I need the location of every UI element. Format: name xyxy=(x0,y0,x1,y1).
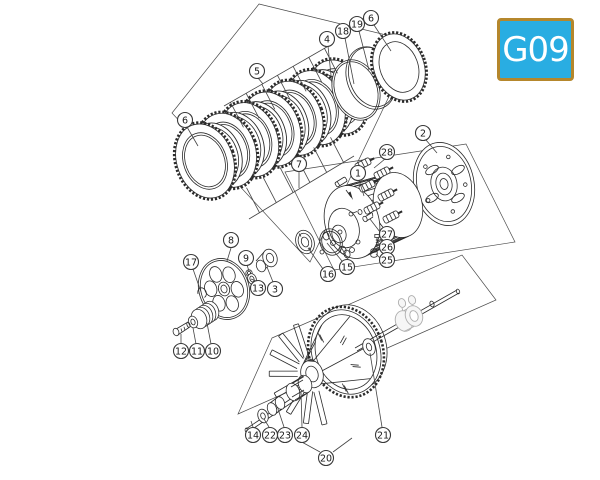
callout-rails xyxy=(223,43,355,220)
part-snap-ring-17 xyxy=(197,287,207,298)
part-reference-slave-cylinder xyxy=(394,295,424,332)
callout-15[interactable]: 15 xyxy=(338,258,356,276)
svg-text:24: 24 xyxy=(296,430,308,441)
svg-text:28: 28 xyxy=(381,147,393,158)
part-spacer-23 xyxy=(266,396,286,416)
svg-text:9: 9 xyxy=(243,253,249,264)
svg-text:4: 4 xyxy=(324,34,330,45)
part-bolt-12 xyxy=(172,321,191,337)
page-code-badge: G09 xyxy=(497,18,574,81)
part-screw-27 xyxy=(362,212,374,223)
svg-text:17: 17 xyxy=(185,257,197,268)
callout-6-2[interactable]: 6 xyxy=(176,111,194,129)
callout-12[interactable]: 12 xyxy=(172,342,190,360)
callout-28[interactable]: 28 xyxy=(378,143,396,161)
part-splined-bush-24 xyxy=(285,374,313,402)
callout-20[interactable]: 20 xyxy=(317,449,335,467)
callout-5[interactable]: 5 xyxy=(248,62,266,80)
callout-11[interactable]: 11 xyxy=(188,342,206,360)
callout-13[interactable]: 13 xyxy=(249,279,267,297)
svg-text:18: 18 xyxy=(337,26,349,37)
part-washer-11 xyxy=(187,315,199,329)
svg-text:3: 3 xyxy=(272,284,278,295)
svg-text:8: 8 xyxy=(228,235,234,246)
svg-text:26: 26 xyxy=(381,242,393,253)
part-retainer-3 xyxy=(255,248,278,273)
part-toothed-ring-6 xyxy=(369,31,429,103)
callout-18[interactable]: 18 xyxy=(334,22,352,40)
svg-text:22: 22 xyxy=(264,430,276,441)
basket-fingers xyxy=(268,323,328,426)
pressure-plate-holes xyxy=(204,266,244,312)
page-code-label: G09 xyxy=(502,29,570,70)
callout-23[interactable]: 23 xyxy=(276,426,294,444)
leader-lines xyxy=(180,24,438,453)
svg-text:7: 7 xyxy=(296,159,302,170)
svg-text:10: 10 xyxy=(207,346,219,357)
svg-text:6: 6 xyxy=(182,115,188,126)
callout-4[interactable]: 4 xyxy=(318,30,336,48)
svg-text:13: 13 xyxy=(252,283,264,294)
svg-text:25: 25 xyxy=(381,255,393,266)
svg-text:14: 14 xyxy=(247,430,259,441)
callout-9[interactable]: 9 xyxy=(237,249,255,267)
callout-24[interactable]: 24 xyxy=(293,426,311,444)
part-washer-21 xyxy=(362,338,376,356)
callout-17[interactable]: 17 xyxy=(182,253,200,271)
svg-text:23: 23 xyxy=(279,430,291,441)
svg-text:2: 2 xyxy=(420,128,426,139)
part-bolt-26 xyxy=(374,234,380,246)
callout-6[interactable]: 6 xyxy=(362,9,380,27)
svg-text:6: 6 xyxy=(368,13,374,24)
part-washer-22 xyxy=(257,408,269,424)
callout-25[interactable]: 25 xyxy=(378,251,396,269)
callout-3[interactable]: 3 xyxy=(266,280,284,298)
part-dowel-pin xyxy=(334,176,353,200)
callout-2[interactable]: 2 xyxy=(414,124,432,142)
svg-text:11: 11 xyxy=(191,346,203,357)
callout-16[interactable]: 16 xyxy=(319,265,337,283)
callout-21[interactable]: 21 xyxy=(374,426,392,444)
svg-text:16: 16 xyxy=(322,269,334,280)
svg-text:20: 20 xyxy=(320,453,332,464)
callout-10[interactable]: 10 xyxy=(204,342,222,360)
svg-text:12: 12 xyxy=(175,346,187,357)
callout-14[interactable]: 14 xyxy=(244,426,262,444)
callout-1[interactable]: 1 xyxy=(349,164,367,182)
part-washer-16 xyxy=(295,229,315,255)
disc-slots-and-bolts xyxy=(423,154,468,214)
svg-text:15: 15 xyxy=(341,262,353,273)
callout-8[interactable]: 8 xyxy=(222,231,240,249)
callout-19[interactable]: 19 xyxy=(348,15,366,33)
part-small-fasteners xyxy=(348,209,363,217)
callout-7[interactable]: 7 xyxy=(290,155,308,173)
callout-22[interactable]: 22 xyxy=(261,426,279,444)
svg-text:21: 21 xyxy=(377,430,389,441)
svg-text:1: 1 xyxy=(355,168,361,179)
svg-text:19: 19 xyxy=(351,19,363,30)
part-spring-kit-28 xyxy=(354,157,403,224)
svg-text:27: 27 xyxy=(381,229,393,240)
svg-text:5: 5 xyxy=(254,66,260,77)
part-spring-10 xyxy=(190,300,220,330)
basket-face-slots xyxy=(305,332,361,394)
